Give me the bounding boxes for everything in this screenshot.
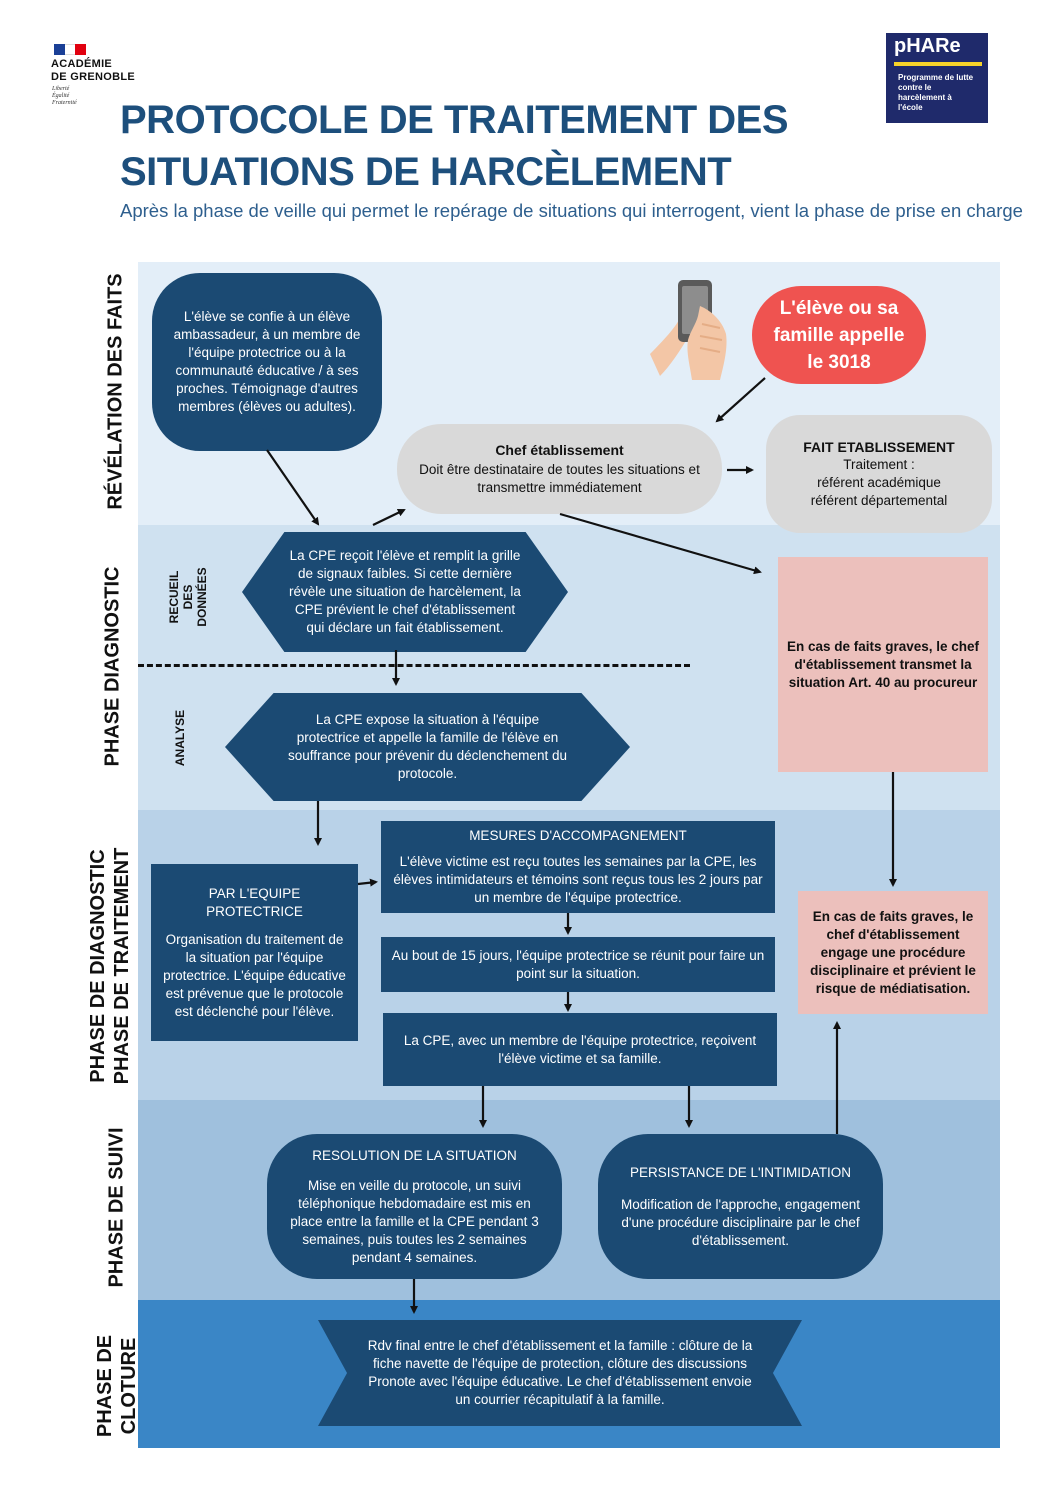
node-equipe-text: Organisation du traitement de la situati… xyxy=(163,931,346,1019)
phare-text: Programme de lutte contre le harcèlement… xyxy=(898,73,974,112)
node-cpe-expose-text: La CPE expose la situation à l'équipe pr… xyxy=(288,712,567,781)
cloture-line-1: PHASE DE xyxy=(94,1334,116,1438)
phase-label-diagnostic: PHASE DIAGNOSTIC xyxy=(101,566,124,767)
node-equipe-protectrice: PAR L'EQUIPE PROTECTRICE Organisation du… xyxy=(151,864,358,1041)
node-cpe-recoit-text: La CPE reçoit l'élève et remplit la gril… xyxy=(289,548,521,635)
node-eleve-confie-text: L'élève se confie à un élève ambassadeur… xyxy=(173,309,361,414)
node-cpe-recoit: La CPE reçoit l'élève et remplit la gril… xyxy=(242,532,568,652)
node-fait-etablissement: FAIT ETABLISSEMENT Traitement : référent… xyxy=(766,415,992,533)
node-chef-title: Chef établissement xyxy=(495,442,624,458)
node-resolution-title: RESOLUTION DE LA SITUATION xyxy=(312,1147,517,1163)
phase-label-traitement: PHASE DE DIAGNOSTIC PHASE DE TRAITEMENT xyxy=(86,826,134,1106)
node-quinze-jours: Au bout de 15 jours, l'équipe protectric… xyxy=(381,937,775,992)
node-appel-3018: L'élève ou sa famille appelle le 3018 xyxy=(752,286,926,384)
node-cpe-recoivent: La CPE, avec un membre de l'équipe prote… xyxy=(383,1013,777,1086)
node-persistance-text: Modification de l'approche, engagement d… xyxy=(621,1196,860,1248)
page-title: PROTOCOLE DE TRAITEMENT DES SITUATIONS D… xyxy=(120,94,789,198)
node-mesures-title: MESURES D'ACCOMPAGNEMENT xyxy=(469,828,687,843)
page-subtitle: Après la phase de veille qui permet le r… xyxy=(120,200,1023,221)
phare-yellow-bar xyxy=(894,62,982,66)
node-fait-title: FAIT ETABLISSEMENT xyxy=(803,439,955,455)
node-rdv-final: Rdv final entre le chef d'établissement … xyxy=(318,1320,802,1426)
phare-title: pHARe xyxy=(894,35,961,57)
recueil-3: DONNÉES xyxy=(195,567,209,627)
node-cpe-expose: La CPE expose la situation à l'équipe pr… xyxy=(225,693,630,801)
title-line-2: SITUATIONS DE HARCÈLEMENT xyxy=(120,150,732,194)
phase-label-recueil: RECUEIL DES DONNÉES xyxy=(166,547,210,647)
motto: Liberté Égalité Fraternité xyxy=(52,86,77,107)
node-equipe-title: PAR L'EQUIPE PROTECTRICE xyxy=(206,885,303,919)
node-mesures: MESURES D'ACCOMPAGNEMENT L'élève victime… xyxy=(381,821,775,913)
traitement-line-2: PHASE DE TRAITEMENT xyxy=(111,847,133,1085)
traitement-line-1: PHASE DE DIAGNOSTIC xyxy=(87,849,109,1083)
node-resolution: RESOLUTION DE LA SITUATION Mise en veill… xyxy=(267,1134,562,1279)
cloture-line-2: CLOTURE xyxy=(118,1337,140,1435)
node-rdv-final-text: Rdv final entre le chef d'établissement … xyxy=(367,1338,753,1407)
grenoble-label: DE GRENOBLE xyxy=(51,71,135,83)
recueil-1: RECUEIL xyxy=(167,570,181,624)
node-persistance: PERSISTANCE DE L'INTIMIDATION Modificati… xyxy=(598,1134,883,1279)
node-faits-graves-2-text: En cas de faits graves, le chef d'établi… xyxy=(810,908,976,996)
node-faits-graves-1-text: En cas de faits graves, le chef d'établi… xyxy=(786,638,980,690)
node-quinze-jours-text: Au bout de 15 jours, l'équipe protectric… xyxy=(391,947,765,981)
motto-3: Fraternité xyxy=(52,100,77,106)
title-line-1: PROTOCOLE DE TRAITEMENT DES xyxy=(120,98,789,142)
node-faits-graves-1: En cas de faits graves, le chef d'établi… xyxy=(778,557,988,772)
phase-label-suivi: PHASE DE SUIVI xyxy=(105,1127,128,1288)
academie-label: ACADÉMIE xyxy=(51,58,113,70)
node-resolution-text: Mise en veille du protocole, un suivi té… xyxy=(290,1177,539,1265)
node-persistance-title: PERSISTANCE DE L'INTIMIDATION xyxy=(629,1164,852,1180)
dashed-divider xyxy=(138,664,690,667)
motto-2: Égalité xyxy=(52,93,70,99)
phase-label-revelation: RÉVÉLATION DES FAITS xyxy=(104,273,127,510)
phone-hand-icon xyxy=(650,280,727,380)
motto-1: Liberté xyxy=(52,86,70,92)
phase-label-cloture: PHASE DE CLOTURE xyxy=(93,1331,141,1441)
node-chef-text: Doit être destinataire de toutes les sit… xyxy=(419,462,700,495)
node-chef-etablissement: Chef établissement Doit être destinatair… xyxy=(397,424,722,514)
node-mesures-text: L'élève victime est reçu toutes les sema… xyxy=(393,854,763,905)
node-faits-graves-2: En cas de faits graves, le chef d'établi… xyxy=(798,891,988,1014)
node-cpe-recoivent-text: La CPE, avec un membre de l'équipe prote… xyxy=(403,1032,757,1066)
phare-logo: pHARe Programme de lutte contre le harcè… xyxy=(886,33,988,123)
node-appel-3018-text: L'élève ou sa famille appelle le 3018 xyxy=(773,297,905,373)
node-eleve-confie: L'élève se confie à un élève ambassadeur… xyxy=(152,273,382,451)
recueil-2: DES xyxy=(181,584,195,610)
node-fait-text: Traitement : référent académique référen… xyxy=(810,457,948,508)
phase-label-analyse: ANALYSE xyxy=(173,709,187,767)
flag-logo xyxy=(54,44,87,55)
